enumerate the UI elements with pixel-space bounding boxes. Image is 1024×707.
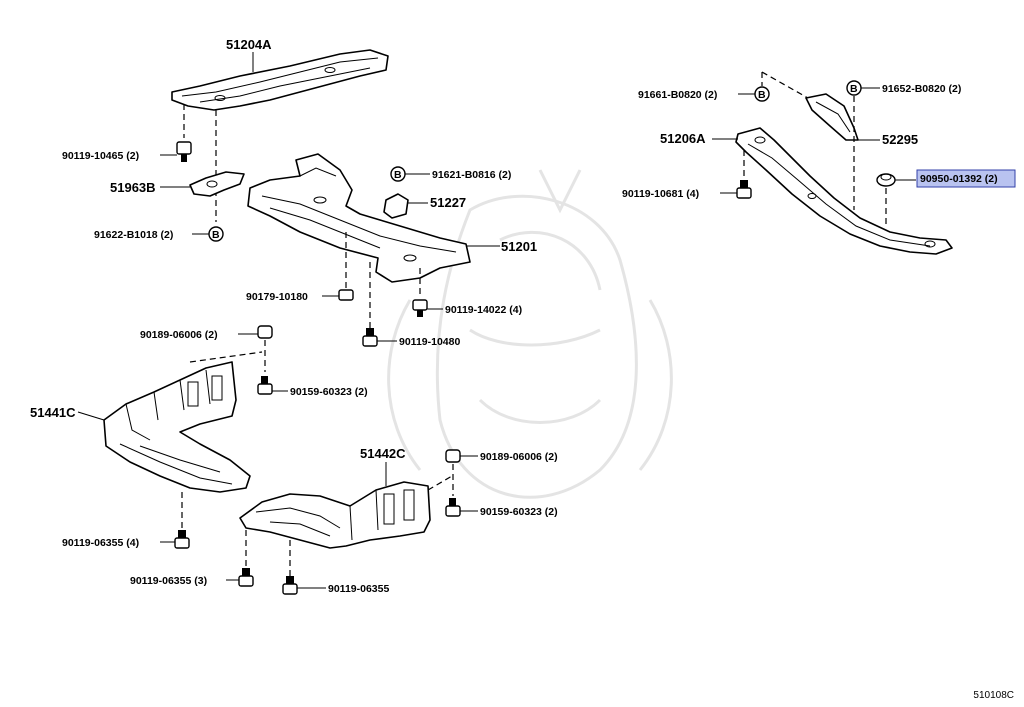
part-51204A[interactable]: [171, 49, 389, 111]
callout-52295: 52295: [882, 132, 918, 147]
svg-text:B: B: [394, 169, 402, 181]
svg-text:B: B: [212, 229, 220, 241]
callout-90189-06006-a: 90189-06006 (2): [140, 329, 218, 341]
callout-90119-06355-3: 90119-06355 (3): [130, 575, 207, 587]
callout-90119-10465: 90119-10465 (2): [62, 150, 139, 162]
callout-51227: 51227: [430, 195, 466, 210]
callout-90119-06355: 90119-06355: [328, 583, 389, 595]
callout-51963B: 51963B: [110, 180, 156, 195]
svg-text:B: B: [850, 83, 858, 95]
callout-91652-B0820: 91652-B0820 (2): [882, 83, 961, 95]
part-52295[interactable]: [805, 93, 859, 141]
catalog-code: 510108C: [973, 690, 1014, 701]
screw-90159-60323-b[interactable]: [445, 498, 461, 517]
part-51442C[interactable]: [239, 481, 431, 549]
callout-90950-01392: 90950-01392 (2): [920, 173, 998, 185]
callout-90119-14022: 90119-14022 (4): [445, 304, 522, 316]
part-51227[interactable]: [383, 193, 409, 219]
bolt-90119-10480[interactable]: [362, 328, 378, 347]
part-51963B[interactable]: [189, 171, 245, 197]
marker-b-91661: B: [754, 86, 770, 102]
callout-51204A: 51204A: [226, 37, 272, 52]
bolt-90119-06355-4[interactable]: [174, 530, 190, 549]
grommet-90950-01392[interactable]: [876, 173, 896, 187]
bolt-90119-06355-3[interactable]: [238, 568, 254, 587]
clip-90189-06006-a[interactable]: [257, 325, 273, 339]
marker-b-91622: B: [208, 226, 224, 242]
callout-51441C: 51441C: [30, 405, 76, 420]
bolt-90119-14022[interactable]: [412, 299, 428, 317]
svg-text:B: B: [758, 89, 766, 101]
callout-91621-B0816: 91621-B0816 (2): [432, 169, 511, 181]
screw-90159-60323-a[interactable]: [257, 376, 273, 395]
bolt-90119-06355[interactable]: [282, 576, 298, 595]
part-51441C[interactable]: [103, 361, 251, 493]
nut-90179-10180[interactable]: [338, 289, 354, 301]
callout-51201: 51201: [501, 239, 537, 254]
callout-90119-10681: 90119-10681 (4): [622, 188, 699, 200]
part-51206A[interactable]: [735, 127, 953, 255]
callout-90159-60323-a: 90159-60323 (2): [290, 386, 368, 398]
highlight-90950-01392[interactable]: 90950-01392 (2): [916, 169, 1016, 188]
part-51201[interactable]: [247, 153, 471, 283]
callout-91622-B1018: 91622-B1018 (2): [94, 229, 173, 241]
clip-90189-06006-b[interactable]: [445, 449, 461, 463]
callout-90189-06006-b: 90189-06006 (2): [480, 451, 558, 463]
callout-91661-B0820: 91661-B0820 (2): [638, 89, 717, 101]
callout-51206A: 51206A: [660, 131, 706, 146]
callout-90159-60323-b: 90159-60323 (2): [480, 506, 558, 518]
watermark-emblem: [387, 169, 673, 499]
callout-90119-06355-4: 90119-06355 (4): [62, 537, 139, 549]
callout-90119-10480: 90119-10480: [399, 336, 460, 348]
marker-b-91621: B: [390, 166, 406, 182]
bolt-90119-10465[interactable]: [176, 141, 192, 162]
bolt-90119-10681[interactable]: [736, 180, 752, 199]
callout-51442C: 51442C: [360, 446, 406, 461]
marker-b-91652: B: [846, 80, 862, 96]
callout-90179-10180: 90179-10180: [246, 291, 308, 303]
